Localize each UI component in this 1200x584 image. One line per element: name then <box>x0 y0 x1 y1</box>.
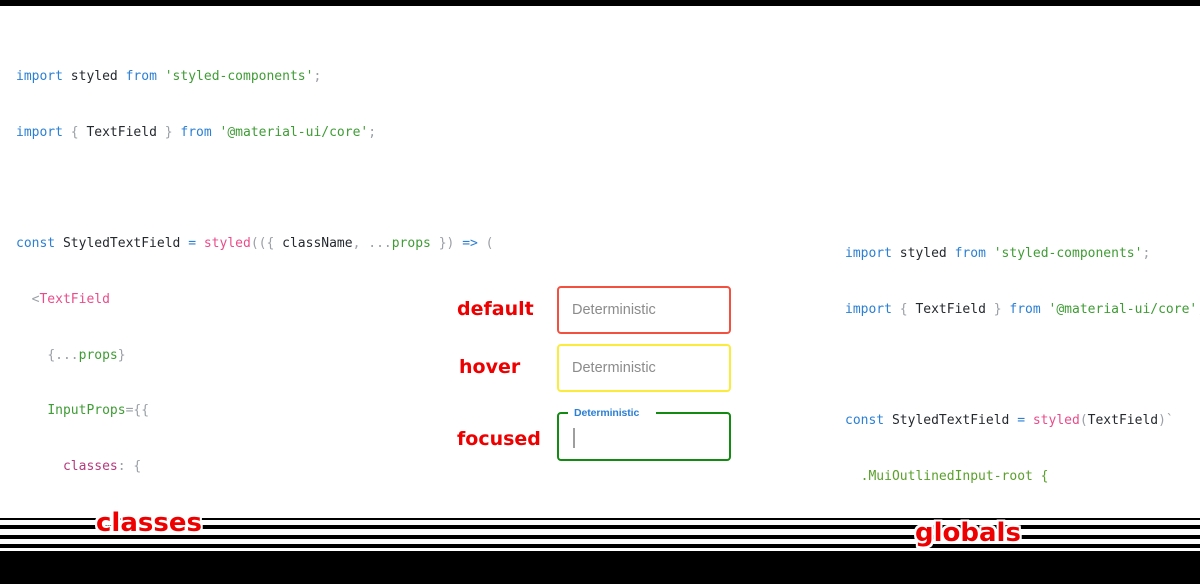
band-rule <box>0 529 1200 535</box>
band-rule <box>0 539 1200 544</box>
code-block-classes: import styled from 'styled-components'; … <box>16 12 494 584</box>
annotation-hover: hover <box>459 356 588 378</box>
textfield-focused-floating-label: Deterministic <box>572 407 642 419</box>
code-line: .MuiOutlinedInput-root { <box>860 468 1049 484</box>
band-rule <box>0 520 1200 525</box>
caption-classes: classes <box>96 508 202 538</box>
code-line: const StyledTextField = styled(TextField… <box>845 413 1174 429</box>
code-line: <TextField <box>31 291 110 307</box>
code-line: InputProps={{ <box>47 403 150 419</box>
annotation-default: default <box>457 298 587 320</box>
code-line-blank <box>845 356 1200 375</box>
code-line-blank <box>16 179 494 198</box>
bottom-band <box>0 500 1200 584</box>
code-line: import { TextField } from '@material-ui/… <box>845 301 1200 317</box>
annotation-focused: focused <box>457 428 570 450</box>
code-line: {...props} <box>47 347 126 363</box>
annotation-label-hover: hover <box>459 356 521 378</box>
textfield-hover-placeholder: Deterministic <box>572 360 656 376</box>
top-black-bar <box>0 0 1200 6</box>
code-line: import styled from 'styled-components'; <box>845 245 1151 261</box>
annotation-label-focused: focused <box>457 428 541 450</box>
caption-globals: globals <box>915 518 1021 548</box>
code-block-globals: import styled from 'styled-components'; … <box>845 189 1200 584</box>
annotation-label-default: default <box>457 298 534 320</box>
band-rule <box>0 548 1200 551</box>
textfield-focused[interactable]: Deterministic <box>557 407 731 461</box>
code-line: import styled from 'styled-components'; <box>16 68 322 84</box>
text-cursor <box>573 428 575 448</box>
textfield-hover[interactable]: Deterministic <box>557 344 731 392</box>
textfield-default-placeholder: Deterministic <box>572 302 656 318</box>
band-rule <box>0 500 1200 518</box>
code-line: import { TextField } from '@material-ui/… <box>16 124 377 140</box>
code-line: const StyledTextField = styled(({ classN… <box>16 236 494 252</box>
code-line: classes: { <box>62 459 142 475</box>
textfield-default[interactable]: Deterministic <box>557 286 731 334</box>
